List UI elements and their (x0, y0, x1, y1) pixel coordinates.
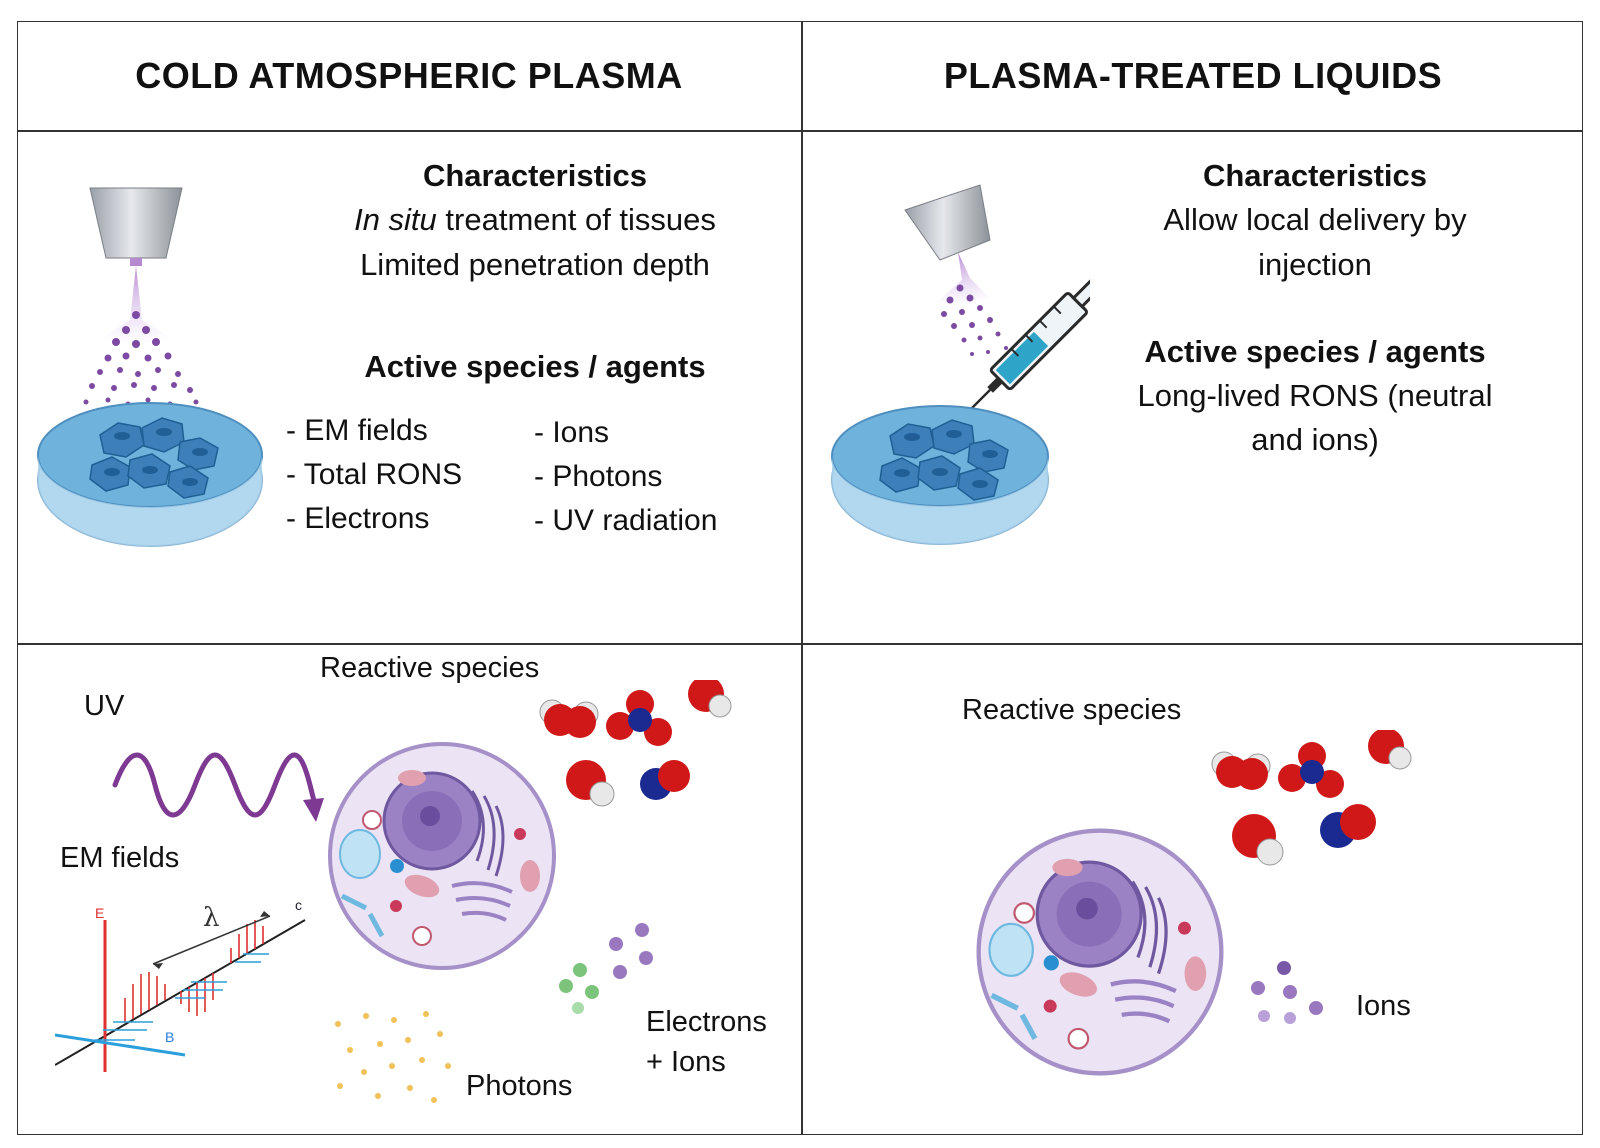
species-photons: - Photons (534, 460, 663, 493)
nozzle-icon (904, 184, 991, 261)
electrons-ions-dots (559, 923, 653, 1014)
electrons-label-line1: Electrons (646, 1006, 767, 1038)
h2o2-molecule-icon (539, 699, 599, 738)
no3-molecule-icon (606, 690, 672, 746)
cap-characteristic-1: In situ treatment of tissues (290, 198, 780, 242)
c-vector-label: c (295, 897, 302, 913)
column-divider (801, 21, 803, 1135)
photons-label: Photons (466, 1070, 573, 1102)
petri-dish-icon (37, 402, 263, 547)
cap-characteristic-2: Limited penetration depth (360, 247, 710, 282)
h2o2-molecule-icon (1211, 751, 1271, 790)
species-ions: - Ions (534, 416, 610, 449)
plasma-liquid-syringe-illustration (831, 184, 1090, 545)
lambda-label: λ (203, 903, 219, 933)
cell-illustration-left (328, 742, 556, 970)
uv-label: UV (84, 690, 125, 722)
photons-dots (335, 1011, 451, 1103)
b-vector-label: B (165, 1029, 174, 1045)
cap-active-species-title: Active species / agents (364, 349, 706, 384)
petri-dish-icon (831, 405, 1049, 545)
cap-characteristic-1-rest: treatment of tissues (436, 202, 716, 237)
br-reactive-species-label: Reactive species (962, 694, 1182, 726)
bl-reactive-species-label: Reactive species (320, 652, 540, 684)
header-plasma-treated-liquids: PLASMA-TREATED LIQUIDS (943, 55, 1443, 96)
species-em-fields: - EM fields (286, 414, 428, 447)
ptl-active-species-title: Active species / agents (1144, 334, 1486, 369)
species-electrons: - Electrons (286, 502, 430, 535)
ptl-characteristic-1: Allow local delivery by (1163, 202, 1467, 237)
ptl-characteristic-2: injection (1258, 247, 1372, 282)
ptl-characteristics-title: Characteristics (1202, 158, 1427, 193)
e-vector-label: E (95, 905, 104, 921)
oh-molecule-icon (688, 680, 732, 718)
row-divider (17, 643, 1583, 645)
ions-dots (1251, 961, 1323, 1024)
em-fields-label: EM fields (60, 842, 180, 874)
cap-characteristics-title: Characteristics (422, 158, 647, 193)
plasma-particles (80, 311, 208, 420)
no3-molecule-icon (1278, 742, 1344, 798)
nozzle-icon (89, 187, 183, 259)
em-wave-diagram: λ E B c (55, 897, 306, 1072)
oh-molecule-icon (566, 760, 615, 807)
species-uv-radiation: - UV radiation (534, 504, 718, 537)
oh-molecule-icon (1368, 730, 1412, 770)
table-frame (17, 21, 1583, 1135)
reactive-molecules-left (539, 680, 732, 807)
reactive-molecules-right (1211, 730, 1412, 866)
no-molecule-icon (1320, 804, 1376, 848)
header-divider (17, 130, 1583, 132)
ptl-active-line-1: Long-lived RONS (neutral (1137, 378, 1493, 413)
cell-illustration-right (976, 828, 1224, 1076)
species-total-rons: - Total RONS (286, 458, 463, 491)
ptl-active-line-2: and ions) (1251, 422, 1379, 457)
header-cold-atmospheric-plasma: COLD ATMOSPHERIC PLASMA (135, 55, 683, 96)
in-situ-italic: In situ (354, 202, 437, 237)
electrons-label-line2: + Ions (646, 1046, 726, 1078)
plasma-jet-dish-illustration (37, 187, 263, 547)
no-molecule-icon (640, 760, 690, 800)
ions-label: Ions (1356, 990, 1411, 1022)
oh-molecule-icon (1232, 814, 1284, 866)
uv-wave-arrow-icon (112, 752, 324, 822)
